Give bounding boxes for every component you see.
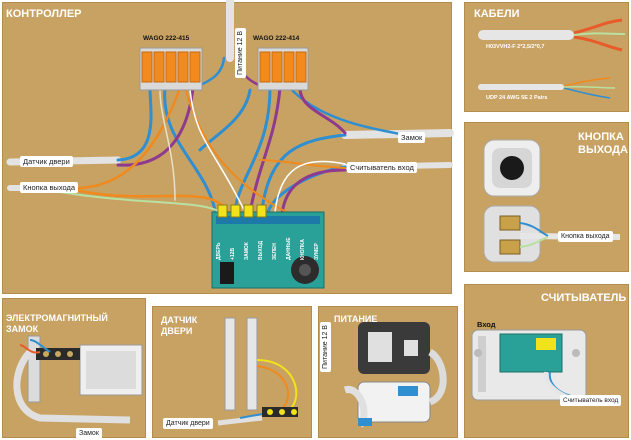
terminal-labels: ДВЕРЬ +12В ЗАМОК ВЫХОД ЗЕЛЕН ДАННЫЕ КНОП… — [216, 226, 320, 260]
maglock-title-1: ЭЛЕКТРОМАГНИТНЫЙ — [6, 313, 108, 323]
reader-device — [471, 329, 587, 404]
reader-title: СЧИТЫВАТЕЛЬ — [541, 292, 627, 304]
wago-222-415 — [139, 47, 203, 91]
power-12v-label: Питание 12 В — [234, 28, 246, 78]
terminal-label: ДАННЫЕ — [286, 237, 292, 260]
cable-sheaths — [6, 0, 454, 191]
power-device-label: Питание 12 В — [320, 322, 331, 372]
cable-h03-label: H03VVH2-F 2*2,5/2*0,7 — [486, 44, 545, 50]
terminal-label: +12В — [230, 247, 236, 260]
terminal-label: ЗАМОК — [244, 242, 250, 260]
reader-output-label: Считыватель вход — [560, 395, 622, 406]
maglock-title-2: ЗАМОК — [6, 324, 39, 334]
reader-input-label: Считыватель вход — [347, 162, 417, 173]
terminal-label: ЗЕЛЕН — [272, 243, 278, 260]
terminal-label: ДВЕРЬ — [216, 242, 222, 260]
controller-board — [211, 204, 325, 289]
power-title: ПИТАНИЕ — [334, 314, 378, 324]
terminal-label: ВЫХОД — [258, 240, 264, 260]
cables-title: КАБЕЛИ — [474, 8, 520, 20]
cable-udp — [478, 77, 616, 99]
exit-button-label: Кнопка выхода — [20, 182, 79, 193]
exit-title-1: КНОПКА — [578, 131, 624, 143]
wires — [58, 56, 402, 216]
cables-panel — [464, 2, 629, 112]
maglock-label: Замок — [76, 428, 102, 439]
exit-title-2: ВЫХОДА — [578, 144, 628, 156]
wago-right-label: WAGO 222-414 — [253, 35, 300, 42]
power-supply — [343, 322, 447, 428]
door-sensor-title-1: ДАТЧИК — [161, 315, 198, 325]
terminal-label: КНОПКА — [300, 239, 306, 260]
exit-button-device-label: Кнопка выхода — [558, 231, 613, 242]
terminal-label: ЗУМЕР — [314, 243, 320, 260]
wago-222-414 — [257, 47, 309, 91]
reader-input-label-2: Вход — [477, 320, 496, 329]
door-sensor-label: Датчик двери — [20, 156, 73, 167]
wago-left-label: WAGO 222-415 — [143, 35, 190, 42]
exit-button-front — [483, 139, 541, 197]
controller-title: КОНТРОЛЛЕР — [6, 8, 82, 20]
door-sensor-title-2: ДВЕРИ — [161, 326, 193, 336]
door-sensor-device-label: Датчик двери — [163, 418, 213, 429]
cable-h03 — [478, 18, 626, 52]
door-sensor-device — [217, 317, 298, 426]
lock-label: Замок — [398, 132, 426, 143]
maglock-device — [13, 335, 143, 424]
cable-udp-label: UDP 24 AWG 5E 2 Pairs — [486, 95, 548, 101]
